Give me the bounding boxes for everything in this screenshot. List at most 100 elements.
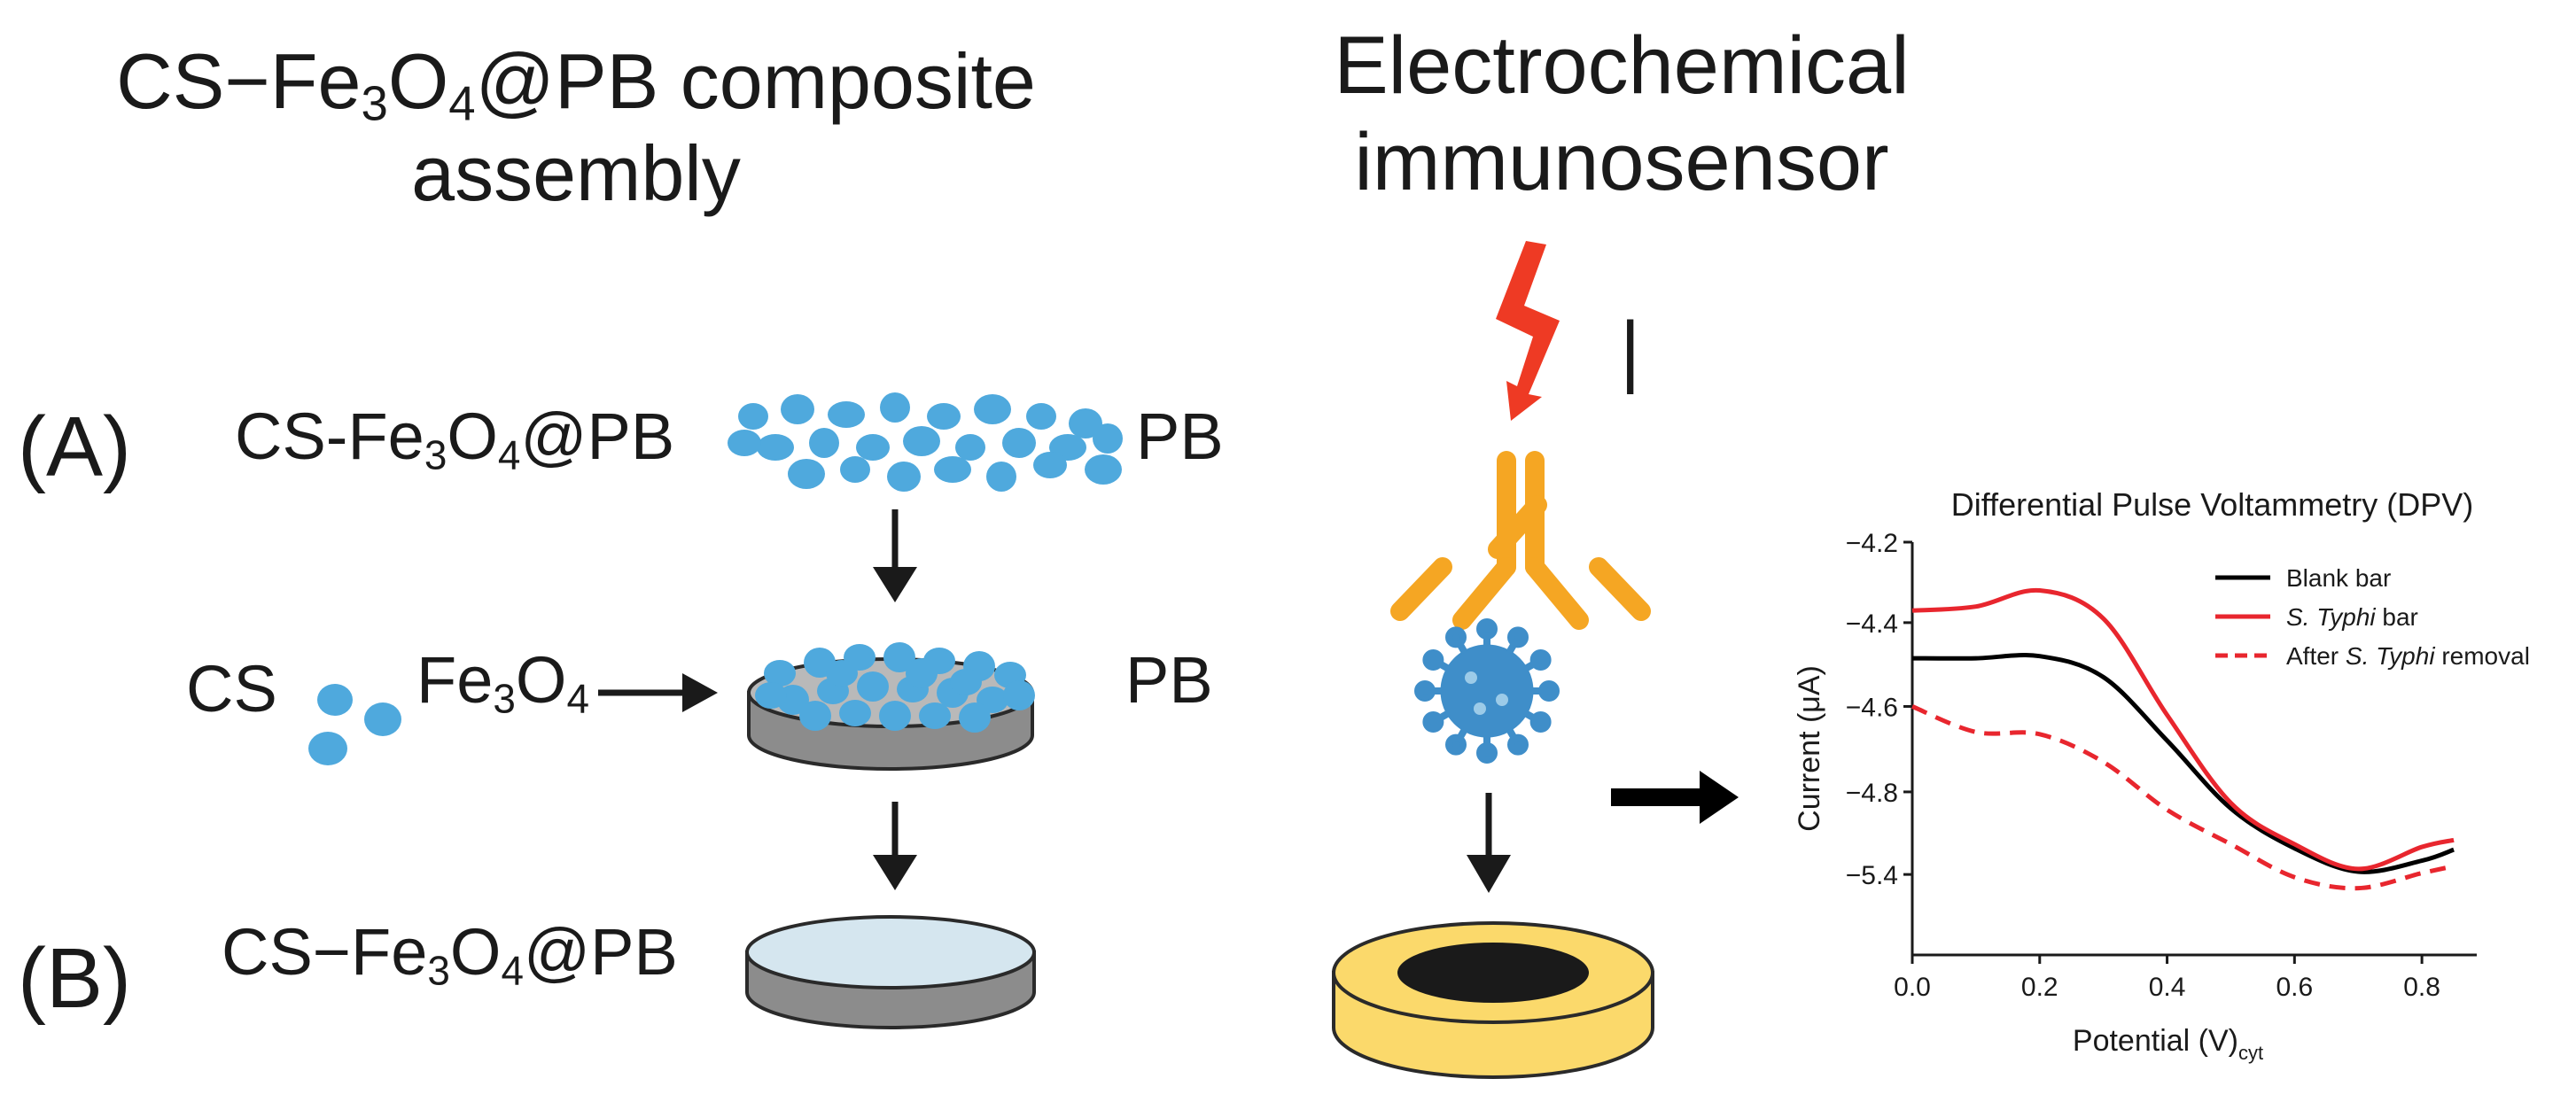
pb-particle	[809, 428, 839, 458]
y-tick-label: −4.8	[1846, 779, 1898, 808]
lightning-bolt-icon	[1496, 241, 1560, 421]
y-tick-label: −4.6	[1846, 693, 1898, 722]
pb-particle	[955, 434, 985, 461]
left-panel-title: CS−Fe3O4@PB composite assembly	[115, 35, 1037, 220]
x-tick-label: 0.4	[2149, 973, 2186, 1002]
disk-particle	[755, 682, 787, 709]
pb-particle	[828, 401, 865, 428]
virus-spike-tip	[1529, 711, 1552, 733]
series-line-3	[1911, 704, 2455, 891]
pb-particle	[840, 456, 870, 483]
pb-particle	[1026, 403, 1056, 430]
disk-particle	[879, 701, 911, 731]
disk-particle	[950, 669, 982, 695]
left-title-line2: assembly	[411, 128, 741, 217]
right-arrow-fe3o4-head	[682, 673, 718, 712]
chart-title: Differential Pulse Voltammetry (DPV)	[1951, 486, 2474, 523]
virus-spot	[1496, 694, 1508, 706]
pb-particle	[1093, 423, 1123, 454]
virus-spot	[1465, 671, 1477, 684]
legend-label: S. Typhi bar	[2286, 603, 2418, 631]
disk-particle	[764, 660, 796, 687]
pb-particle	[974, 394, 1011, 424]
pb-coated-disk	[747, 642, 1035, 771]
y-axis-label: Current (μA)	[1793, 665, 1826, 832]
fe3o4-label: Fe3O4	[416, 643, 589, 722]
x-tick-label: 0.2	[2021, 973, 2058, 1002]
composite-disk	[745, 915, 1036, 1029]
virus-spike-tip	[1414, 680, 1436, 702]
pb-particle	[934, 456, 971, 483]
pb-particle	[856, 434, 890, 461]
disk-particle	[906, 658, 938, 688]
middle-panel-title: Electrochemical immunosensor	[1223, 18, 2020, 210]
disk-particle	[883, 642, 915, 672]
pb-particle	[887, 462, 921, 492]
virus-spike-tip	[1529, 649, 1552, 671]
pb-particle	[1069, 408, 1102, 438]
pb-particle	[880, 392, 910, 423]
pb-particle	[1002, 428, 1036, 458]
virus-spike-tip	[1538, 680, 1560, 702]
label-b: (B)	[18, 931, 131, 1026]
antibody-icon	[1390, 451, 1651, 630]
disk-particle	[839, 700, 871, 726]
legend-label: After S. Typhi removal	[2286, 642, 2530, 670]
composite-label-a: CS-Fe3O4@PB	[235, 400, 675, 478]
down-arrow-1-head	[873, 567, 917, 602]
x-axis-label: Potential (V)cyt	[2073, 1024, 2263, 1064]
y-tick-label: −4.2	[1846, 529, 1898, 558]
left-title-line1: CS−Fe3O4@PB composite	[116, 37, 1036, 131]
virus-spike-tip	[1422, 649, 1444, 671]
gold-electrode-icon	[1332, 921, 1654, 1079]
virus-spike-tip	[1476, 618, 1498, 640]
pb-particle	[927, 403, 961, 430]
disk-particle	[826, 660, 858, 687]
pb-label-top: PB	[1136, 400, 1224, 473]
virus-icon	[1414, 618, 1560, 764]
down-arrow-2-head	[873, 855, 917, 890]
pb-particle	[903, 426, 940, 456]
pb-particle	[781, 394, 814, 424]
virus-spike-tip	[1507, 626, 1529, 648]
y-tick-label: −5.4	[1846, 861, 1898, 890]
pb-particle	[757, 434, 794, 461]
bar-mark: |	[1620, 307, 1641, 395]
down-arrow-3-head	[1467, 855, 1511, 893]
legend-label: Blank bar	[2286, 564, 2391, 592]
virus-spike-tip	[1445, 626, 1467, 648]
pb-particle	[986, 462, 1016, 492]
composite-label-b: CS−Fe3O4@PB	[222, 915, 678, 994]
pb-particle	[1033, 452, 1067, 478]
disk-particle	[857, 671, 889, 702]
arrow-to-chart	[1611, 771, 1739, 824]
pb-particle	[738, 403, 768, 430]
label-a: (A)	[18, 400, 131, 494]
series-line-2	[1911, 587, 2455, 872]
x-tick-label: 0.6	[2276, 973, 2313, 1002]
fe3o4-particles	[308, 684, 401, 765]
pb-particle	[788, 459, 825, 489]
virus-spike-tip	[1476, 742, 1498, 764]
pb-particle-cluster	[728, 392, 1123, 492]
disk-particle	[959, 702, 991, 733]
x-tick-label: 0.8	[2403, 973, 2440, 1002]
virus-spike-tip	[1422, 711, 1444, 733]
virus-spike-tip	[1445, 733, 1467, 756]
virus-spot	[1474, 702, 1486, 715]
pb-particle	[728, 430, 761, 456]
middle-title-line1: Electrochemical	[1334, 20, 1910, 111]
dpv-chart: Differential Pulse Voltammetry (DPV) −4.2…	[1793, 486, 2530, 1064]
disk-particle	[1003, 680, 1035, 710]
cs-label: CS	[186, 652, 277, 726]
middle-title-line2: immunosensor	[1354, 116, 1889, 207]
y-tick-label: −4.4	[1846, 609, 1898, 639]
x-tick-label: 0.0	[1894, 973, 1931, 1002]
virus-spike-tip	[1507, 733, 1529, 756]
disk-particle	[799, 701, 831, 731]
pb-particle	[1085, 454, 1122, 485]
series-line-1	[1911, 653, 2455, 874]
pb-label-mid: PB	[1125, 643, 1213, 717]
disk-particle	[919, 702, 951, 729]
